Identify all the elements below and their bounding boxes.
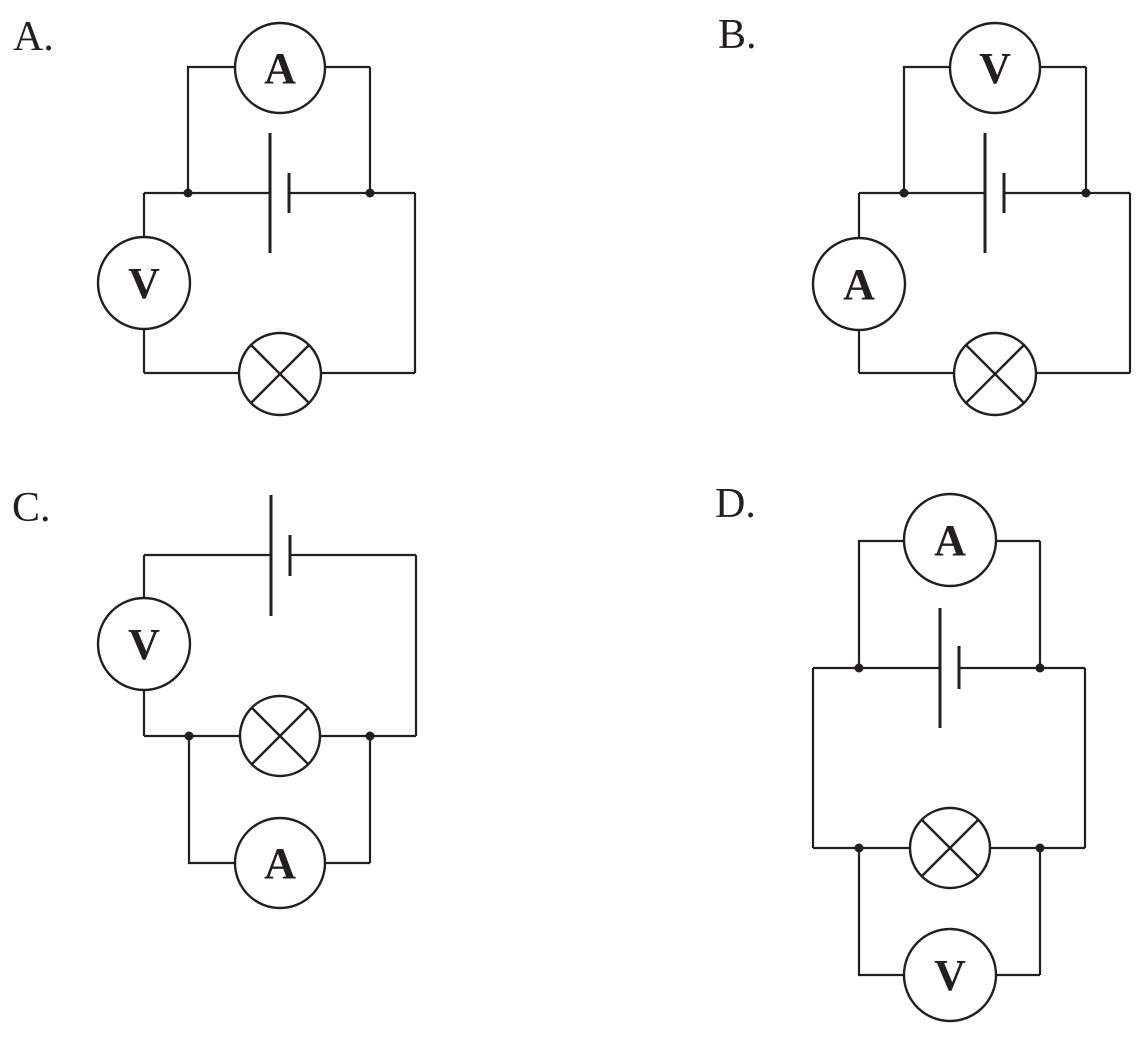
junction-dot <box>184 731 194 741</box>
ammeter-letter: A <box>934 516 966 565</box>
circuit-option-a: A. A V <box>13 14 417 417</box>
lamp-cross <box>251 707 309 765</box>
ammeter-circle <box>811 236 907 332</box>
circuit-d-wires <box>811 539 1087 977</box>
junction-dot <box>365 188 375 198</box>
ammeter-letter: A <box>264 839 296 888</box>
junction-dot <box>854 843 864 853</box>
voltmeter-icon: V <box>96 596 192 692</box>
voltmeter-icon: V <box>902 927 998 1023</box>
battery-icon <box>938 608 961 728</box>
ammeter-letter: A <box>843 260 875 309</box>
option-label-a: A. <box>13 14 54 60</box>
ammeter-circle <box>233 21 327 115</box>
junction-dot <box>183 188 193 198</box>
option-label-c: C. <box>12 485 51 531</box>
voltmeter-letter: V <box>979 44 1011 93</box>
battery-icon <box>269 495 292 616</box>
junction-dot <box>854 663 864 673</box>
voltmeter-letter: V <box>128 259 160 308</box>
circuit-a-wires <box>142 65 417 375</box>
junction-dot <box>1035 663 1045 673</box>
battery-icon <box>268 133 291 253</box>
option-label-b: B. <box>718 12 757 58</box>
circuit-option-d: D. A V <box>715 481 1087 1023</box>
ammeter-icon: A <box>233 21 327 115</box>
voltmeter-circle <box>96 235 192 331</box>
lamp-icon <box>237 331 323 417</box>
junction-dot <box>1081 188 1091 198</box>
voltmeter-icon: V <box>948 21 1042 115</box>
ammeter-letter: A <box>264 44 296 93</box>
junction-dot <box>1035 843 1045 853</box>
ammeter-icon: A <box>233 816 327 910</box>
circuit-b-wires <box>857 65 1132 375</box>
battery-icon <box>983 133 1006 253</box>
lamp-icon <box>908 806 992 890</box>
ammeter-circle <box>233 816 327 910</box>
option-label-d: D. <box>715 481 756 527</box>
ammeter-circle <box>902 492 998 588</box>
lamp-icon <box>952 331 1038 417</box>
lamp-cross <box>921 819 979 877</box>
voltmeter-icon: V <box>96 235 192 331</box>
voltmeter-letter: V <box>934 951 966 1000</box>
ammeter-icon: A <box>811 236 907 332</box>
junction-dot <box>365 731 375 741</box>
circuit-option-b: B. V A <box>718 12 1132 417</box>
voltmeter-letter: V <box>128 620 160 669</box>
ammeter-icon: A <box>902 492 998 588</box>
voltmeter-circle <box>96 596 192 692</box>
voltmeter-circle <box>948 21 1042 115</box>
lamp-icon <box>238 694 322 778</box>
lamp-cross <box>250 344 310 404</box>
voltmeter-circle <box>902 927 998 1023</box>
junction-dot <box>899 188 909 198</box>
lamp-cross <box>965 344 1025 404</box>
circuit-option-c: C. V A <box>12 485 418 910</box>
